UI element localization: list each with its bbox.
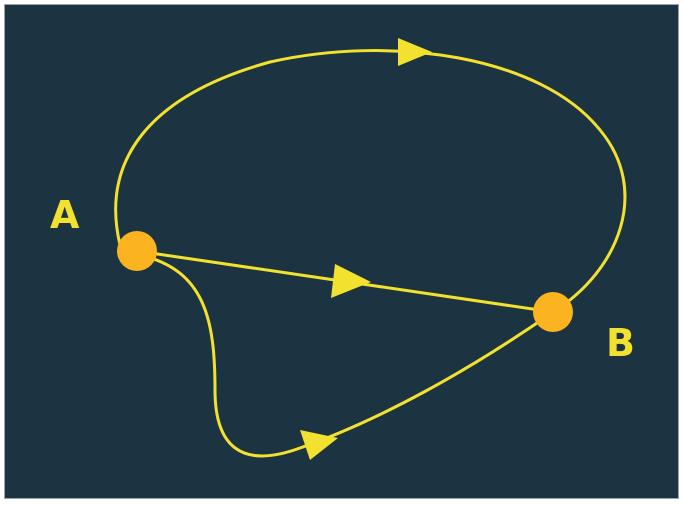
upper-arc-arrow-icon <box>398 38 432 66</box>
node-a <box>117 231 157 271</box>
node-b-label: B <box>606 321 635 365</box>
node-a-label: A <box>50 193 80 237</box>
node-b <box>533 292 573 332</box>
upper-arc-path <box>114 49 627 314</box>
diagram-frame <box>4 4 679 499</box>
lower-curve-arrow-icon <box>300 430 338 460</box>
lower-curve-path <box>139 253 554 458</box>
straight-arrow-icon <box>331 264 371 298</box>
